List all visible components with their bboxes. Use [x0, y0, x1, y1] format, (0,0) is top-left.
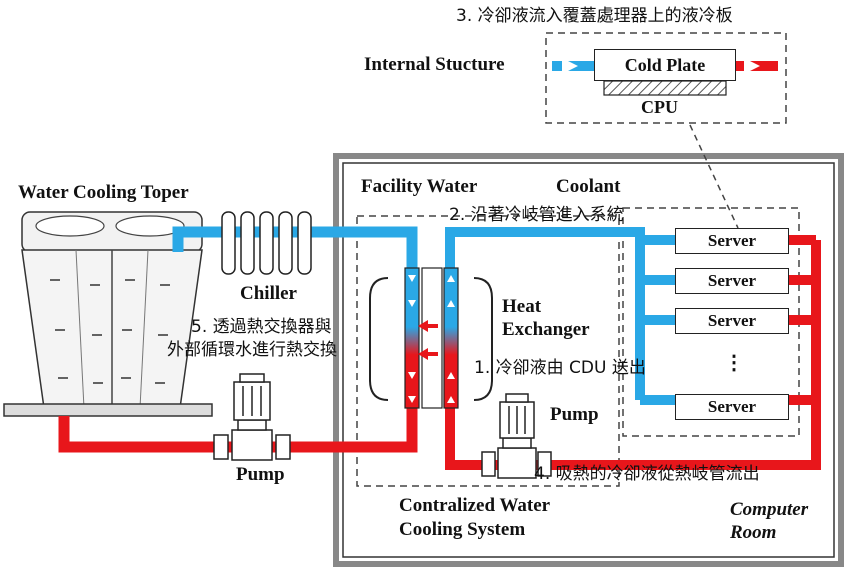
server-ellipsis: ⋮	[724, 352, 744, 374]
heat-exchanger-label-line2: Exchanger	[502, 319, 590, 340]
step2-label: 2. 沿著冷岐管進入系統	[449, 205, 624, 225]
facility-water-label: Facility Water	[361, 176, 478, 197]
step4-label: 4. 吸熱的冷卻液從熱岐管流出	[534, 464, 760, 484]
heat-exchanger	[369, 267, 493, 409]
computer-room-border	[333, 153, 844, 567]
chiller	[221, 211, 312, 275]
computer-room-label-line2: Room	[730, 522, 777, 543]
chiller-label: Chiller	[240, 283, 297, 304]
cold-plate-inlet-arrow	[552, 58, 594, 74]
computer-room-label-line1: Computer	[730, 499, 809, 520]
cpu-block	[603, 80, 727, 96]
outer-pump-label: Pump	[236, 464, 285, 485]
inner-pump-label: Pump	[550, 404, 599, 425]
server-3: Server	[675, 308, 789, 334]
step3-label: 3. 冷卻液流入覆蓋處理器上的液冷板	[456, 6, 733, 26]
internal-structure-box	[545, 32, 787, 124]
cooling-tower	[3, 211, 213, 417]
outer-pump	[213, 373, 291, 461]
leader-line	[689, 124, 739, 229]
heat-exchanger-label-line1: Heat	[502, 296, 542, 317]
server-2: Server	[675, 268, 789, 294]
coolant-return-pipe	[445, 235, 821, 470]
cdu-label-line2: Cooling System	[399, 519, 526, 540]
cdu-dashed-box	[356, 215, 620, 487]
cold-plate-outlet-arrow	[736, 58, 778, 74]
step5-label-line1: 5. 透過熱交換器與	[191, 317, 332, 337]
facility-cold-pipe	[172, 226, 418, 320]
step1-label: 1. 冷卻液由 CDU 送出	[474, 358, 646, 378]
cold-plate-box: Cold Plate	[594, 49, 736, 81]
cdu-label-line1: Contralized Water	[399, 495, 551, 516]
inner-pump	[481, 393, 552, 479]
cpu-label: CPU	[641, 97, 678, 117]
water-cooling-tower-label: Water Cooling Toper	[18, 182, 189, 203]
computer-room-inner-border	[342, 162, 835, 558]
coolant-label: Coolant	[556, 176, 621, 197]
server-1: Server	[675, 228, 789, 254]
step5-label-line2: 外部循環水進行熱交換	[167, 340, 337, 360]
internal-structure-label: Internal Stucture	[364, 54, 505, 75]
server-4: Server	[675, 394, 789, 420]
